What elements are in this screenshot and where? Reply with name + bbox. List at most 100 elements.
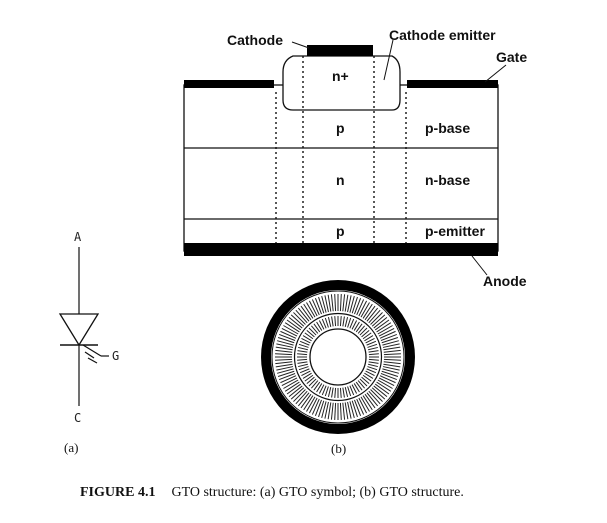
cathode-finger [347,386,352,397]
cathode-finger [324,295,329,313]
cathode-finger [364,372,374,379]
cathode-finger [286,383,302,395]
cathode-finger [314,399,322,416]
cathode-finger [308,327,317,336]
cathode-finger [297,358,308,361]
cathode-finger [303,395,314,411]
cathode-finger [339,294,342,312]
cathode-finger [354,399,362,416]
cathode-finger [314,298,322,315]
cathode-finger [324,386,329,397]
cathode-finger [357,380,366,389]
cathode-finger [306,396,316,412]
cathode-finger [318,296,325,314]
cathode-finger [288,316,303,329]
symbol-cathode-label: C [74,411,81,425]
anode-contact [184,243,498,256]
cathode-finger [362,332,372,340]
p-base-label: p-base [425,120,470,136]
cathode-finger [379,330,396,339]
cathode-finger [379,375,396,384]
cathode-finger [339,402,342,420]
cathode-finger [321,385,327,396]
cathode-finger [275,349,293,353]
cathode-finger [368,309,381,324]
cathode-finger [297,392,310,407]
cathode-finger [362,303,373,319]
cathode-finger [366,307,379,322]
diode-triangle [58,313,100,347]
gate-contact-left [184,80,274,88]
n-plus-region [282,55,401,111]
cathode-finger [308,397,318,414]
gate-lead [82,344,102,357]
cathode-finger [276,343,294,348]
cathode-finger [383,363,401,368]
cathode-finger [275,363,293,368]
cathode-finger [380,333,397,341]
cathode-finger [302,335,312,342]
cathode-finger [303,303,314,319]
cathode-finger [381,337,399,344]
cathode-finger [286,319,302,331]
cathode-finger [277,368,294,374]
cathode-finger [311,398,320,415]
cathode-finger [347,317,352,328]
wafer-mid-ring [293,312,383,402]
cathode-finger [295,309,308,324]
cathode-finger [321,296,327,313]
n-plus-label: n+ [332,68,349,84]
cathode-emitter-label: Cathode emitter [389,27,496,43]
cathode-finger [300,393,312,409]
cathode-finger [284,322,300,333]
cathode-finger [342,402,346,420]
cathode-finger [368,350,379,353]
cathode-finger [377,379,393,389]
cathode-finger [295,390,308,405]
symbol-anode-label: A [74,230,82,244]
p-base-center-label: p [336,120,345,136]
cathode-finger [281,327,298,337]
symbol-gate-label: G [112,349,119,363]
cathode-finger [334,387,337,398]
wafer-border [271,290,405,424]
cathode-finger [383,346,401,351]
cathode-finger [368,353,379,356]
cathode-finger [373,385,388,398]
cathode-finger [373,316,388,329]
cathode-finger [330,402,334,420]
cathode-finger [382,368,399,374]
cathode-finger [299,368,310,374]
cathode-finger [355,381,363,391]
cathode-finger [279,333,296,341]
cathode-emitter-leader [383,39,394,81]
anode-leader [471,255,488,276]
cathode-finger [365,370,375,377]
gto-cross-section: Cathode Cathode emitter Gate Anode n+ p … [183,27,527,289]
cathode-finger [351,400,358,418]
cathode-finger [349,318,355,329]
cathode-finger [308,300,318,317]
cathode-finger [327,387,332,397]
cathode-finger [304,332,314,340]
cathode-finger [368,346,378,351]
cathode-finger [293,312,306,325]
cathode-finger [280,375,297,384]
cathode-finger [324,401,329,419]
cathode-finger [275,346,293,351]
cathode-finger [327,294,332,312]
cathode-finger [300,305,312,321]
cathode-finger [359,327,368,336]
cathode-finger [342,294,346,312]
cathode-finger [358,397,368,414]
cathode-finger [378,327,395,337]
cathode-finger [361,376,370,385]
cathode-finger [368,361,379,364]
cathode-finger [316,383,323,393]
cathode-finger [361,329,370,338]
gto-wafer-top-view [261,280,415,434]
cathode-finger [342,387,345,398]
cathode-finger [347,295,352,313]
cathode-finger [306,376,315,385]
